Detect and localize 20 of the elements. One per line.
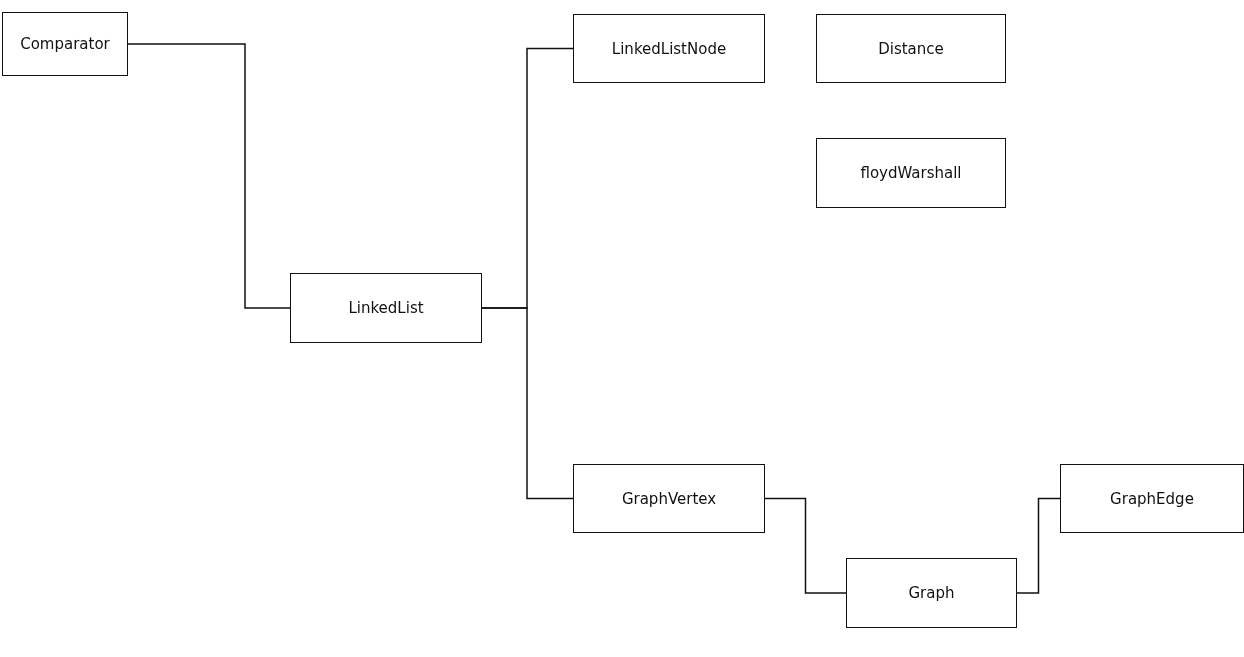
connector-line [764,497,847,594]
connector-line [127,43,291,309]
connector-line [1016,497,1061,594]
class-box [816,14,1006,83]
class-name: Comparator [20,35,110,53]
class-name: Distance [878,39,944,58]
class-box [2,12,128,76]
class-name: GraphVertex [621,489,717,508]
class-box [290,273,482,343]
class-name: LinkedListNode [611,39,727,58]
class-name: LinkedList [348,299,424,317]
class-box [1060,464,1244,533]
class-box [846,558,1017,628]
class-name: floydWarshall [860,164,962,182]
connector-line [481,307,574,500]
class-box [816,138,1006,208]
class-box [573,464,765,533]
class-name: Graph [908,584,955,602]
class-box [573,14,765,83]
class-name: GraphEdge [1110,489,1194,508]
